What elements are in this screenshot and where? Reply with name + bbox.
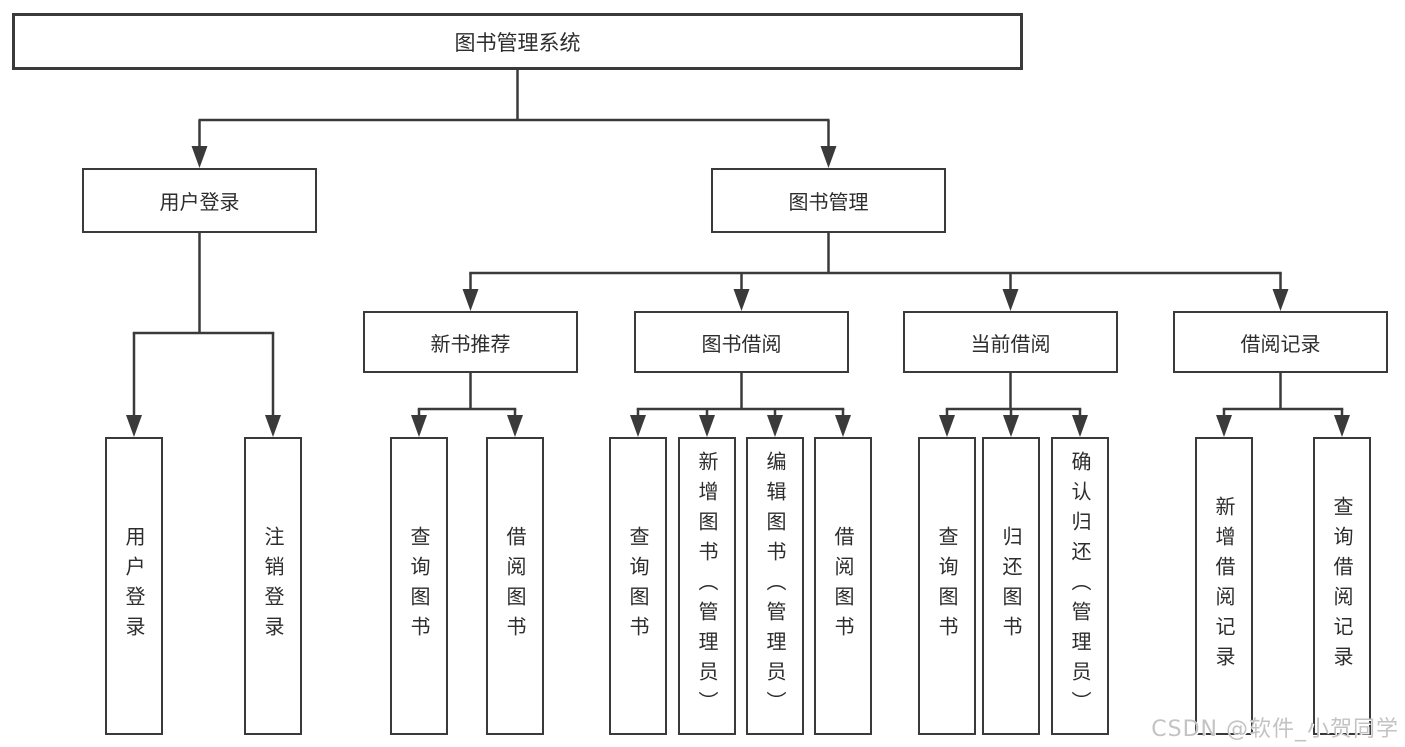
leaf-records-add-record: 新增借阅记录 [1195, 437, 1253, 735]
leaf-recommend-borrow-books: 借阅图书 [486, 437, 544, 735]
csdn-watermark: CSDN @软件_小贺同学 [1151, 717, 1399, 742]
leaf-borrow-add-books-admin: 新增图书（管理员） [678, 437, 736, 735]
node-book-borrow: 图书借阅 [634, 311, 849, 373]
leaf-current-return-books: 归还图书 [982, 437, 1040, 735]
leaf-logout: 注销登录 [244, 437, 302, 735]
leaf-current-confirm-return-admin: 确认归还（管理员） [1051, 437, 1109, 735]
connector-root-to-level2 [191, 70, 837, 168]
node-book-management: 图书管理 [711, 168, 946, 233]
leaf-borrow-edit-books-admin: 编辑图书（管理员） [746, 437, 804, 735]
node-new-book-recommend: 新书推荐 [363, 311, 578, 373]
leaf-recommend-query-books: 查询图书 [390, 437, 448, 735]
leaf-records-query-record: 查询借阅记录 [1313, 437, 1371, 735]
node-user-login: 用户登录 [82, 168, 317, 233]
connector-current-to-leaves [939, 373, 1088, 437]
leaf-borrow-borrow-books: 借阅图书 [814, 437, 872, 735]
connector-borrow-to-leaves [630, 373, 851, 437]
node-root-system: 图书管理系统 [12, 13, 1023, 70]
connector-manage-to-level3 [462, 233, 1289, 311]
connector-records-to-leaves [1216, 373, 1350, 437]
leaf-user-login: 用户登录 [105, 437, 163, 735]
connector-recommend-to-leaves [411, 373, 523, 437]
leaf-current-query-books: 查询图书 [918, 437, 976, 735]
connector-login-to-leaves [126, 233, 281, 437]
leaf-borrow-query-books: 查询图书 [609, 437, 667, 735]
node-borrow-records: 借阅记录 [1173, 311, 1388, 373]
node-current-borrow: 当前借阅 [903, 311, 1118, 373]
